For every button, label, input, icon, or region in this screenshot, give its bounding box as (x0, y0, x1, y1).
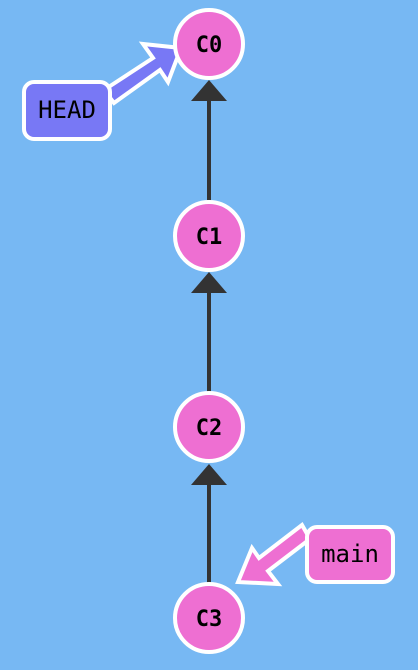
arrowhead-icon (191, 464, 227, 485)
commit-label: C0 (196, 33, 223, 58)
main-pointer-arrow (235, 522, 313, 587)
edge-c2-to-c1 (191, 272, 227, 392)
head-pointer-arrow (101, 41, 184, 106)
commit-label: C3 (196, 607, 223, 632)
commit-label: C2 (196, 416, 223, 441)
arrowhead-icon (191, 272, 227, 293)
commit-node (173, 582, 245, 654)
commit-node (173, 391, 245, 463)
arrowhead-icon (191, 80, 227, 101)
commit-c1[interactable]: C1 (173, 200, 245, 272)
ref-main[interactable]: main (305, 525, 395, 584)
ref-main-box (305, 525, 395, 584)
edge-c3-to-c2 (191, 464, 227, 584)
ref-main-label: main (321, 540, 379, 568)
commit-node (173, 200, 245, 272)
commit-c3[interactable]: C3 (173, 582, 245, 654)
commit-label: C1 (196, 225, 223, 250)
ref-head[interactable]: HEAD (22, 80, 112, 141)
ref-head-label: HEAD (38, 96, 96, 124)
edges (191, 80, 227, 584)
commit-c2[interactable]: C2 (173, 391, 245, 463)
commit-node (173, 8, 245, 80)
commit-c0[interactable]: C0 (173, 8, 245, 80)
ref-head-box (22, 80, 112, 141)
edge-c1-to-c0 (191, 80, 227, 200)
